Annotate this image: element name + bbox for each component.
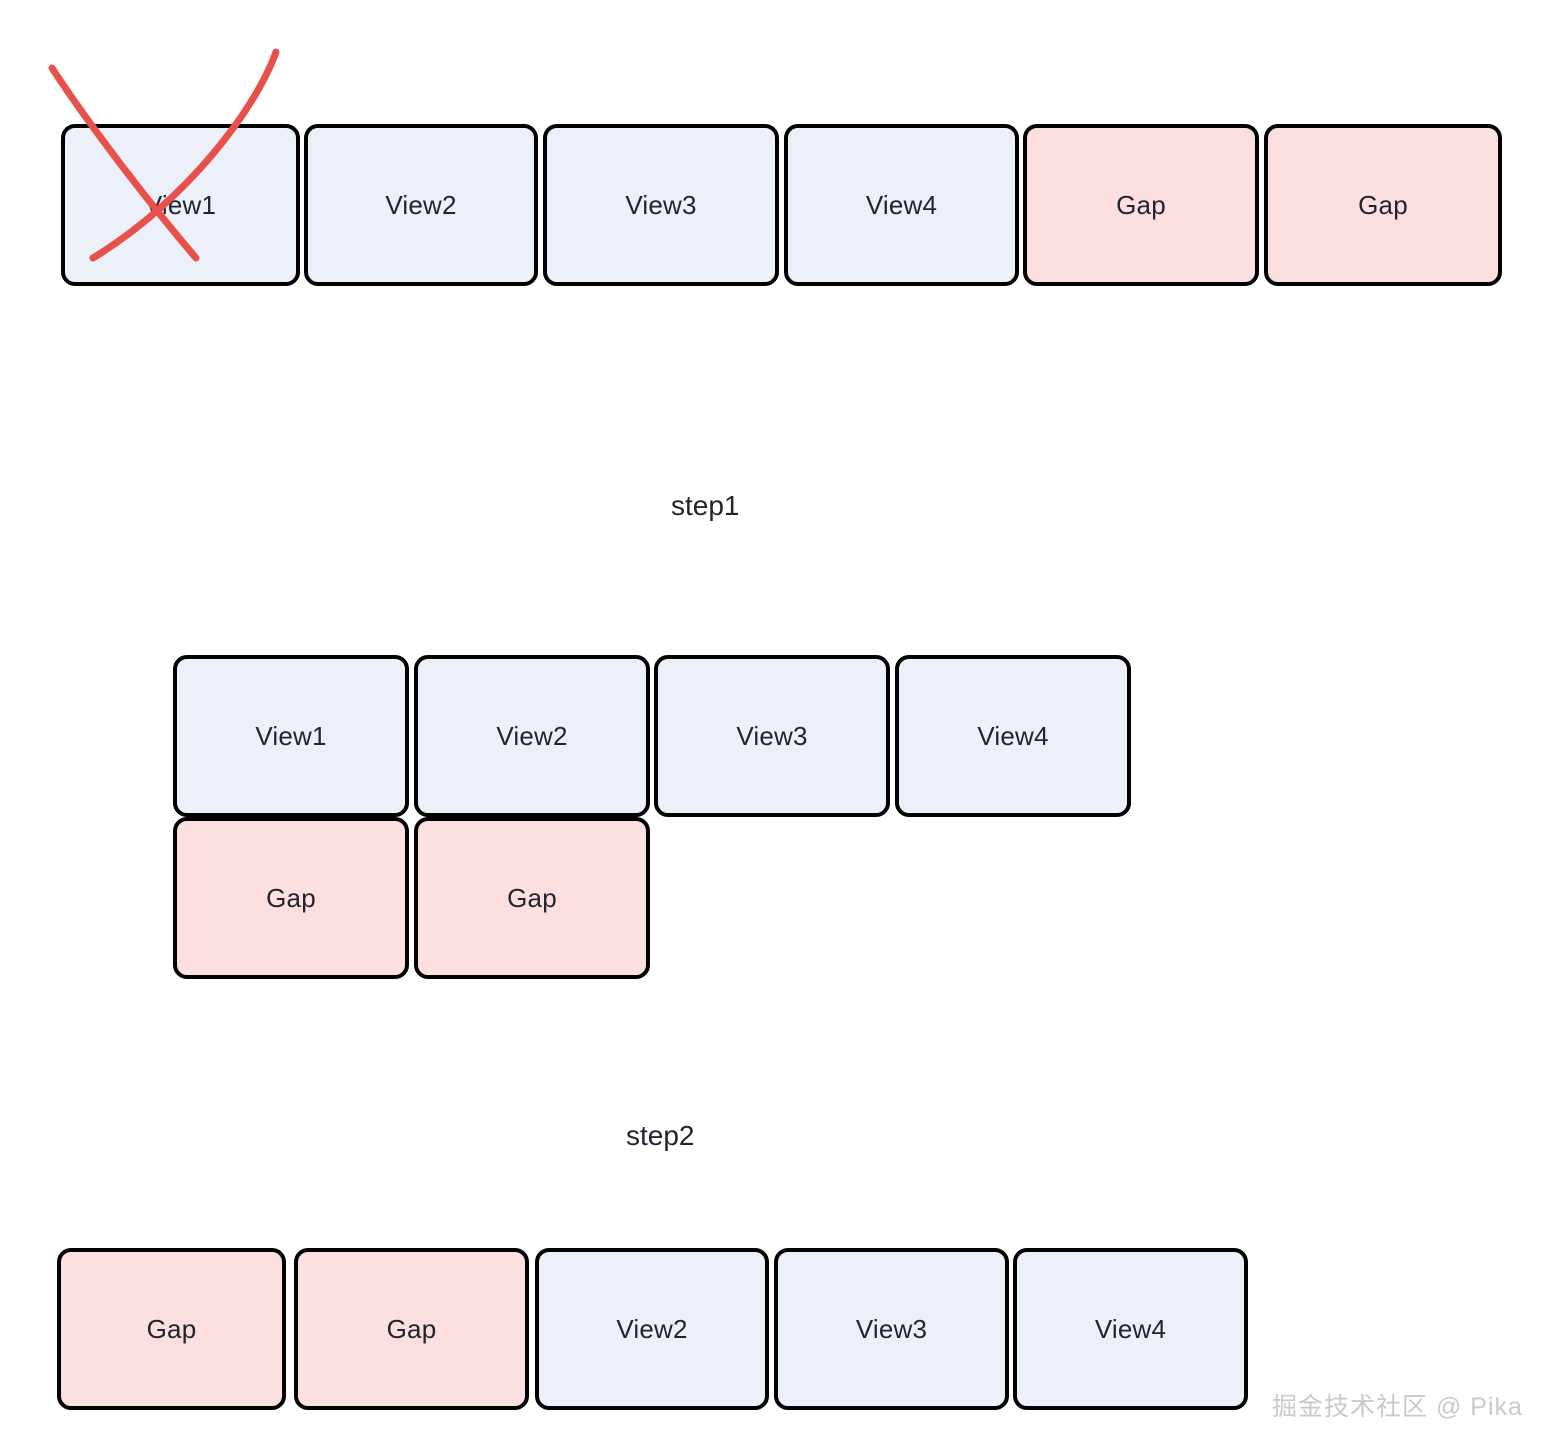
cell-view4-step1[interactable]: View4 (784, 124, 1019, 286)
cell-view4-step3[interactable]: View4 (1013, 1248, 1248, 1410)
cell-gap1-step2[interactable]: Gap (173, 817, 409, 979)
cell-gap2-step2[interactable]: Gap (414, 817, 650, 979)
cell-view2-step2[interactable]: View2 (414, 655, 650, 817)
cell-view3-step2[interactable]: View3 (654, 655, 890, 817)
cell-view2-step1[interactable]: View2 (304, 124, 538, 286)
cell-gap2-step1[interactable]: Gap (1264, 124, 1502, 286)
cell-view3-step1[interactable]: View3 (543, 124, 779, 286)
cell-view1-step2[interactable]: View1 (173, 655, 409, 817)
cell-gap2-step3[interactable]: Gap (294, 1248, 529, 1410)
cell-view3-step3[interactable]: View3 (774, 1248, 1009, 1410)
step1-caption: step1 (671, 490, 740, 521)
watermark: 掘金技术社区 @ Pika (1272, 1393, 1523, 1421)
cell-view1-step1[interactable]: View1 (61, 124, 300, 286)
cell-gap1-step3[interactable]: Gap (57, 1248, 286, 1410)
step2-caption: step2 (626, 1120, 695, 1151)
cell-view2-step3[interactable]: View2 (535, 1248, 769, 1410)
cell-gap1-step1[interactable]: Gap (1023, 124, 1259, 286)
cell-view4-step2[interactable]: View4 (895, 655, 1131, 817)
